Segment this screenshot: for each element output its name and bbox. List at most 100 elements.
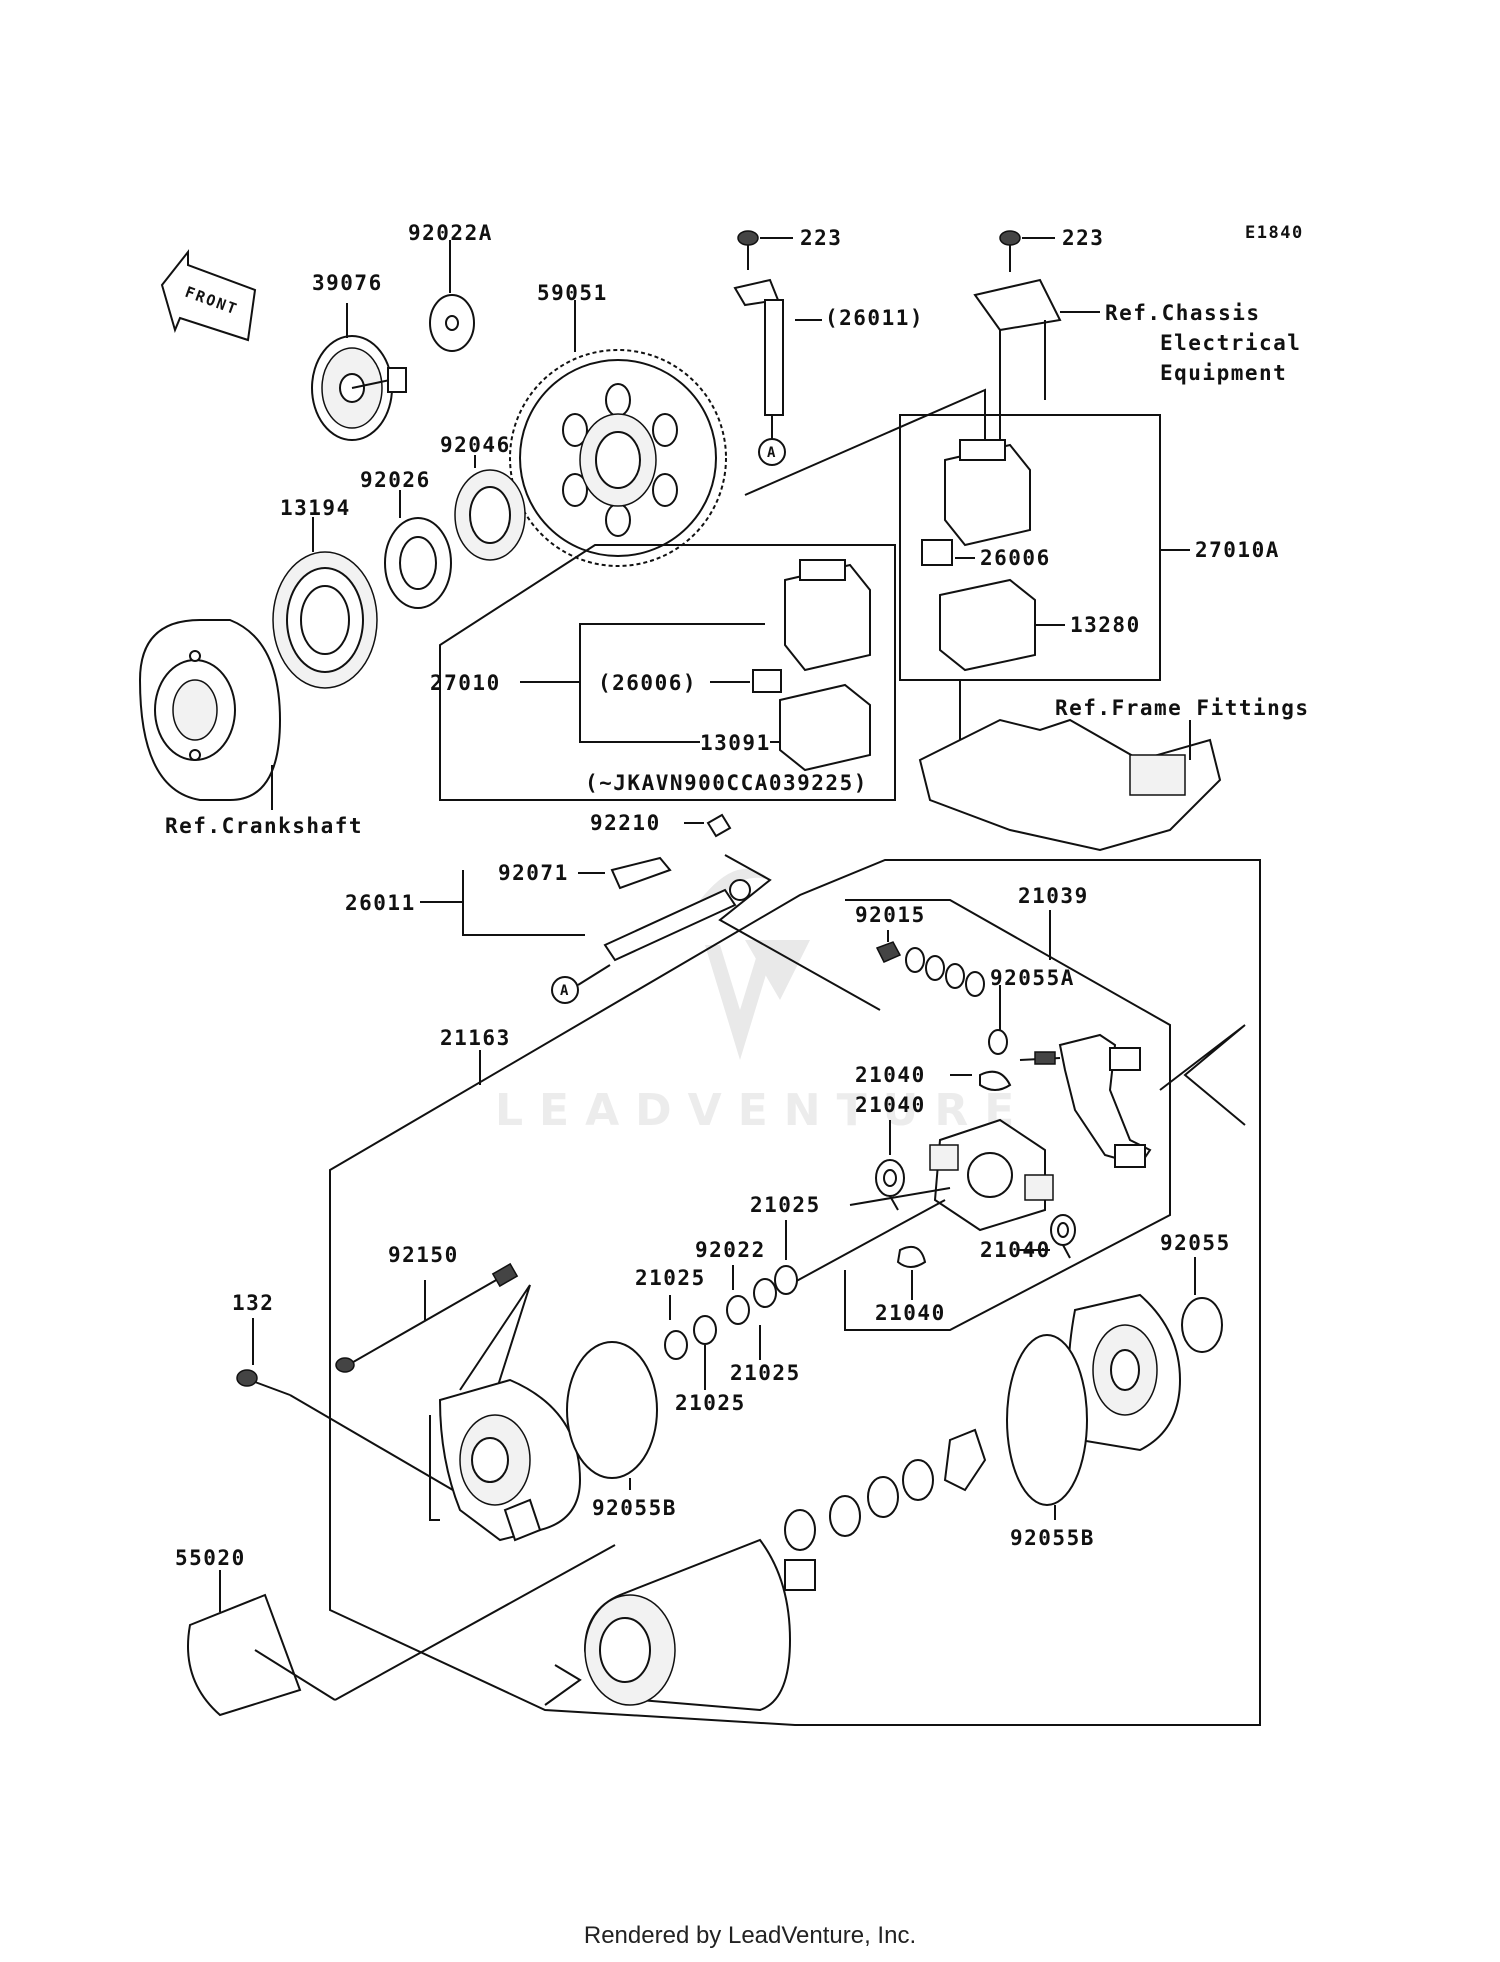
washer-21025-d — [726, 1295, 750, 1325]
nut-92210 — [706, 813, 732, 838]
marker-A-top-label: A — [767, 445, 777, 461]
rotor-housing — [138, 619, 282, 801]
brush-21039-box — [844, 899, 1171, 1331]
diagram-code: E1840 — [1245, 223, 1304, 243]
washer-c — [945, 963, 965, 989]
label-21040-a: 21040 — [855, 1063, 926, 1087]
washer-21025-c — [693, 1315, 717, 1345]
label-223-left: 223 — [800, 226, 842, 250]
label-132: 132 — [232, 1291, 274, 1315]
label-21040-c: 21040 — [980, 1238, 1051, 1262]
terminal-bolt — [1019, 1051, 1061, 1065]
shaft-washer-d — [784, 1509, 816, 1551]
label-39076: 39076 — [312, 271, 383, 295]
starter-21163-frame — [329, 859, 1261, 1726]
label-21163: 21163 — [440, 1026, 511, 1050]
label-27010A: 27010A — [1195, 538, 1280, 562]
label-92210: 92210 — [590, 811, 661, 835]
label-21040-b: 21040 — [855, 1093, 926, 1117]
label-92150: 92150 — [388, 1243, 459, 1267]
ref-chassis-line1: Ref.Chassis — [1105, 301, 1261, 325]
end-cover-rear — [1067, 1293, 1182, 1452]
label-26006: 26006 — [980, 546, 1051, 570]
brush-holder — [929, 1118, 1054, 1232]
label-92046: 92046 — [440, 433, 511, 457]
marker-A-bottom-label: A — [560, 983, 570, 999]
bolt-92150-leader — [459, 1284, 531, 1396]
armature-leader — [544, 1664, 582, 1706]
washer-92026 — [384, 517, 452, 609]
ref-frame-fittings: Ref.Frame Fittings — [1055, 696, 1310, 720]
relay-27010A-box — [899, 414, 1161, 681]
fuse-26006-ref — [752, 669, 782, 693]
ref-chassis-line3: Equipment — [1160, 361, 1287, 385]
marker-A-top — [758, 438, 786, 466]
lead-26011-upper — [764, 299, 784, 416]
ref-chassis-line2: Electrical — [1160, 331, 1301, 355]
label-26011: 26011 — [345, 891, 416, 915]
label-26006-ref: (26006) — [598, 671, 697, 695]
washer-21025-b — [664, 1330, 688, 1360]
shaft-washer-b — [867, 1476, 899, 1518]
label-55020: 55020 — [175, 1546, 246, 1570]
spring-21040-d — [896, 1246, 927, 1268]
washer-d — [965, 971, 985, 997]
spring-21040-c — [1050, 1214, 1076, 1259]
oring-92055A — [988, 1029, 1008, 1055]
brush-b — [1114, 1144, 1146, 1168]
washer-92022 — [753, 1278, 777, 1308]
washer-b — [925, 955, 945, 981]
label-13280: 13280 — [1070, 613, 1141, 637]
label-92055B-left: 92055B — [592, 1496, 677, 1520]
bolt-223-right — [999, 230, 1055, 272]
footer-credit: Rendered by LeadVenture, Inc. — [583, 1922, 917, 1949]
armature — [583, 1538, 816, 1712]
label-21039: 21039 — [1018, 884, 1089, 908]
relay-27010 — [784, 559, 871, 672]
cover-bracket — [429, 1415, 440, 1521]
relay-27010A — [944, 439, 1031, 547]
brush-a — [1109, 1047, 1141, 1071]
lead-26011 — [603, 888, 737, 962]
brush-plate — [1058, 1033, 1152, 1167]
label-92071: 92071 — [498, 861, 569, 885]
label-27010: 27010 — [430, 671, 501, 695]
washer-21025-a — [774, 1265, 798, 1295]
watermark-logo: LEADVENTURE — [495, 868, 1030, 1136]
brush-plate-leader — [1159, 1024, 1246, 1126]
label-92055: 92055 — [1160, 1231, 1231, 1255]
oring-92055B-left — [566, 1341, 658, 1479]
bearing-92046 — [454, 469, 526, 561]
relay-cover-13280 — [939, 578, 1036, 672]
bolt-92150-head — [335, 1357, 355, 1373]
marker-A-bottom — [551, 976, 579, 1004]
lead-leader — [718, 854, 881, 1011]
gear-59051 — [509, 349, 727, 567]
label-92022: 92022 — [695, 1238, 766, 1262]
shaft-washer-c — [829, 1495, 861, 1537]
oring-92055 — [1181, 1297, 1223, 1353]
bolt-223-left — [737, 230, 793, 270]
watermark-text: LEADVENTURE — [495, 1085, 1030, 1136]
cover-55020 — [187, 1593, 302, 1717]
label-21025-a: 21025 — [750, 1193, 821, 1217]
serial-note: (~JKAVN900CCA039225) — [585, 771, 868, 795]
boot-92071 — [610, 856, 672, 890]
relay-cover-13091 — [779, 683, 871, 772]
gear-39076 — [311, 335, 407, 441]
label-92022A: 92022A — [408, 221, 493, 245]
clutch-13194 — [272, 551, 378, 689]
lead-26011-bracket — [462, 870, 585, 936]
nut-92015 — [875, 941, 902, 963]
washer-92022A — [429, 294, 475, 352]
spring-21040-b — [875, 1159, 905, 1211]
label-21025-d: 21025 — [675, 1391, 746, 1415]
label-21040-d: 21040 — [875, 1301, 946, 1325]
frame-fitting — [918, 718, 1222, 852]
end-cover-front — [438, 1378, 582, 1542]
label-92015: 92015 — [855, 903, 926, 927]
label-92055B-right: 92055B — [1010, 1526, 1095, 1550]
oring-92055B-right — [1006, 1334, 1088, 1506]
spring-21040-a — [979, 1070, 1012, 1091]
